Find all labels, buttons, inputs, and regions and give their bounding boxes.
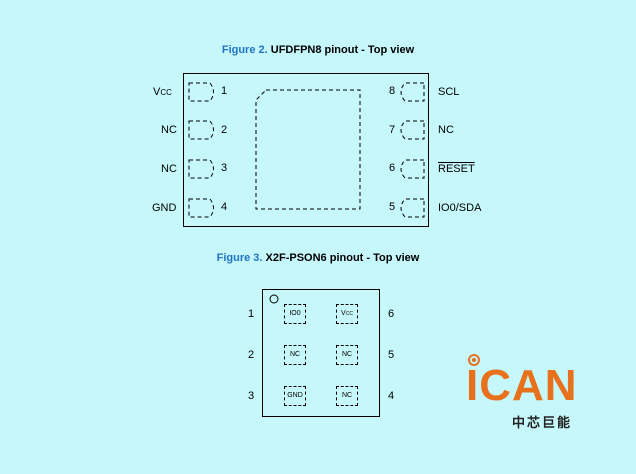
pin-number: 3 xyxy=(221,162,228,174)
pad-5 xyxy=(400,198,425,218)
pin-number: 5 xyxy=(388,349,395,361)
pad-nc: NC xyxy=(336,345,358,365)
pad-6 xyxy=(400,159,425,179)
pin-number: 4 xyxy=(388,390,395,402)
figure3-title: Figure 3. X2F-PSON6 pinout - Top view xyxy=(0,252,636,264)
pin-label-nc: NC xyxy=(161,124,177,136)
ican-logo: ICAN 中芯巨能 xyxy=(462,352,592,432)
pad-7 xyxy=(400,120,425,140)
pad-io0: IO0 xyxy=(284,304,306,324)
pin-label-nc: NC xyxy=(438,124,454,136)
pad-nc: NC xyxy=(284,345,306,365)
pad-3 xyxy=(188,159,214,179)
figure2-title-text: UFDFPN8 pinout - Top view xyxy=(270,44,415,56)
figure2-number: Figure 2. xyxy=(221,44,268,56)
x2f-pson6-package xyxy=(262,289,380,417)
pin-number: 4 xyxy=(221,201,228,213)
ican-chinese-name: 中芯巨能 xyxy=(512,415,573,430)
pin-number: 2 xyxy=(248,349,255,361)
exposed-pad xyxy=(255,89,361,210)
pin-label-reset: RESET xyxy=(438,163,475,175)
pad-4 xyxy=(188,198,214,218)
figure2-title: Figure 2. UFDFPN8 pinout - Top view xyxy=(0,44,636,56)
pad-vcc: VCC xyxy=(336,304,358,324)
ufdfpn8-package xyxy=(183,73,429,227)
pad-nc: NC xyxy=(336,386,358,406)
pin1-marker xyxy=(269,294,279,304)
pin-label-scl: SCL xyxy=(438,86,460,98)
pad-2 xyxy=(188,120,214,140)
pad-1 xyxy=(188,82,214,102)
pin-label-nc: NC xyxy=(161,163,177,175)
ican-brand: ICAN xyxy=(466,361,578,410)
pin-label-vcc: VCC xyxy=(153,86,172,98)
pin-label-gnd: GND xyxy=(152,202,177,214)
pin-number: 1 xyxy=(221,85,228,97)
pin-number: 5 xyxy=(389,201,396,213)
figure3-title-text: X2F-PSON6 pinout - Top view xyxy=(265,252,420,264)
pad-8 xyxy=(400,82,425,102)
pin-number: 3 xyxy=(248,390,255,402)
pin-number: 2 xyxy=(221,124,228,136)
pin-number: 8 xyxy=(389,85,396,97)
pin-number: 6 xyxy=(388,308,395,320)
pad-gnd: GND xyxy=(284,386,306,406)
ican-logo-mark xyxy=(468,354,480,366)
pin-number: 1 xyxy=(248,308,255,320)
pin-label-io0-sda: IO0/SDA xyxy=(438,202,482,214)
figure3-number: Figure 3. xyxy=(216,252,263,264)
pin-number: 7 xyxy=(389,124,396,136)
pin-number: 6 xyxy=(389,162,396,174)
